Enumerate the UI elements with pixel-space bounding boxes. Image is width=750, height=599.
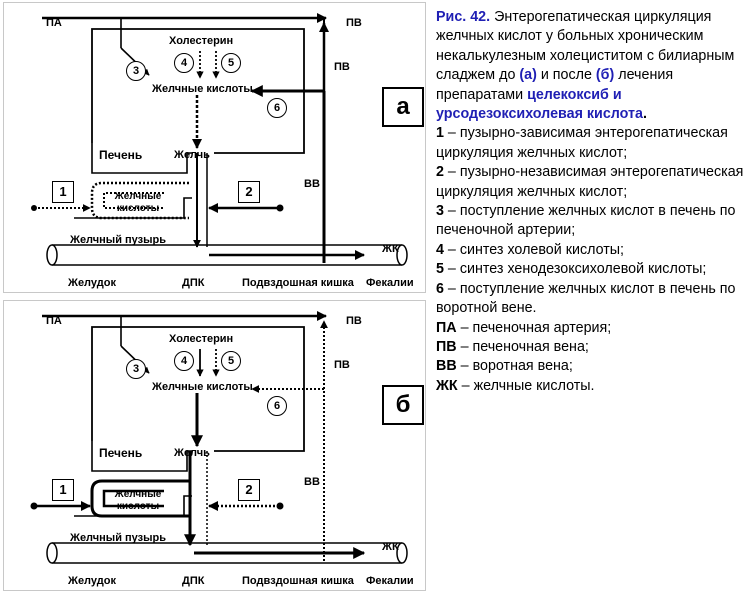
label-liver: Печень bbox=[99, 446, 143, 460]
legend-key: ПА bbox=[436, 319, 457, 336]
label-bile: Желчь bbox=[174, 149, 210, 161]
label-pa: ПА bbox=[46, 315, 62, 327]
diagram-panel-b: ПА ПВ ПВ ВВ ЖК Холестерин Желчные кислот… bbox=[3, 300, 426, 591]
label-zhk: ЖК bbox=[382, 243, 399, 255]
label-liver: Печень bbox=[99, 148, 143, 162]
caption-drugs: целекоксиб и урсодезоксихолевая кислота bbox=[436, 86, 644, 123]
label-dpk: ДПК bbox=[182, 277, 205, 289]
label-dpk: ДПК bbox=[182, 575, 205, 587]
label-feces: Фекалии bbox=[366, 277, 414, 289]
marker-1: 1 bbox=[52, 181, 74, 203]
panel-letter-b: б bbox=[382, 385, 424, 425]
label-stomach: Желудок bbox=[68, 277, 116, 289]
marker-5: 5 bbox=[221, 351, 241, 371]
label-cholesterol: Холестерин bbox=[169, 333, 234, 345]
caption-legend: 1 – пузырно-зависимая энтерогепатическая… bbox=[436, 124, 746, 396]
legend-text: поступление желчных кислот в печень по п… bbox=[436, 203, 736, 239]
legend-text: пузырно-независимая энтерогепатическая ц… bbox=[436, 164, 744, 200]
label-gallbladder: Желчный пузырь bbox=[70, 532, 166, 544]
label-pv: ПВ bbox=[346, 17, 362, 29]
legend-key: 3 bbox=[436, 203, 444, 220]
legend-text: синтез холевой кислоты; bbox=[459, 241, 625, 258]
label-pv-2: ПВ bbox=[334, 61, 350, 73]
legend-key: 5 bbox=[436, 261, 444, 278]
label-zhk: ЖК bbox=[382, 541, 399, 553]
marker-1: 1 bbox=[52, 479, 74, 501]
marker-6: 6 bbox=[267, 98, 287, 118]
caption-ref-b: (б) bbox=[595, 67, 615, 84]
caption-fig-number: Рис. 42. bbox=[436, 9, 491, 25]
legend-key: ЖК bbox=[436, 377, 458, 394]
legend-key: 4 bbox=[436, 241, 444, 258]
figure-caption: Рис. 42. Энтерогепатическая циркуляция ж… bbox=[436, 8, 746, 396]
panel-letter-a: а bbox=[382, 87, 424, 127]
legend-item: ПВ – печеночная вена; bbox=[436, 338, 589, 355]
marker-3: 3 bbox=[126, 359, 146, 379]
legend-item: 5 – синтез хенодезоксихолевой кислоты; bbox=[436, 261, 707, 278]
legend-key: ВВ bbox=[436, 358, 457, 375]
label-bile-acids: Желчные кислоты bbox=[152, 83, 253, 95]
legend-key: 6 bbox=[436, 280, 444, 297]
marker-6: 6 bbox=[267, 396, 287, 416]
legend-text: печеночная артерия; bbox=[472, 319, 612, 336]
label-ileum: Подвздошная кишка bbox=[242, 277, 354, 289]
legend-text: поступление желчных кислот в печень по в… bbox=[436, 280, 736, 317]
legend-item: 3 – поступление желчных кислот в печень … bbox=[436, 203, 736, 239]
caption-title: Рис. 42. Энтерогепатическая циркуляция ж… bbox=[436, 9, 735, 123]
label-vv: ВВ bbox=[304, 476, 320, 488]
legend-text: желчные кислоты. bbox=[473, 377, 595, 394]
label-ileum: Подвздошная кишка bbox=[242, 575, 354, 587]
label-pv-2: ПВ bbox=[334, 359, 350, 371]
legend-item: ЖК – желчные кислоты. bbox=[436, 377, 595, 394]
legend-item: 4 – синтез холевой кислоты; bbox=[436, 241, 625, 258]
label-gallbladder: Желчный пузырь bbox=[70, 234, 166, 246]
legend-item: 2 – пузырно-независимая энтерогепатическ… bbox=[436, 164, 744, 200]
legend-key: 1 bbox=[436, 125, 444, 142]
label-pv: ПВ bbox=[346, 315, 362, 327]
marker-2: 2 bbox=[238, 181, 260, 203]
legend-key: 2 bbox=[436, 164, 444, 181]
legend-item: ВВ – воротная вена; bbox=[436, 358, 573, 375]
marker-3: 3 bbox=[126, 61, 146, 81]
label-stomach: Желудок bbox=[68, 575, 116, 587]
label-cholesterol: Холестерин bbox=[169, 35, 234, 47]
caption-ref-a: (а) bbox=[519, 67, 537, 84]
label-bile: Желчь bbox=[174, 447, 210, 459]
marker-2: 2 bbox=[238, 479, 260, 501]
legend-text: синтез хенодезоксихолевой кислоты; bbox=[459, 261, 707, 278]
label-feces: Фекалии bbox=[366, 575, 414, 587]
label-vv: ВВ bbox=[304, 178, 320, 190]
legend-text: пузырно-зависимая энтерогепатическая цир… bbox=[436, 125, 728, 161]
label-bile-acids: Желчные кислоты bbox=[152, 381, 253, 393]
label-pa: ПА bbox=[46, 17, 62, 29]
legend-text: воротная вена; bbox=[472, 358, 573, 375]
legend-key: ПВ bbox=[436, 338, 457, 355]
legend-item: 6 – поступление желчных кислот в печень … bbox=[436, 280, 736, 317]
legend-text: печеночная вена; bbox=[472, 338, 589, 355]
legend-item: 1 – пузырно-зависимая энтерогепатическая… bbox=[436, 125, 728, 161]
legend-item: ПА – печеночная артерия; bbox=[436, 319, 612, 336]
diagram-a-drawing bbox=[31, 13, 408, 266]
marker-5: 5 bbox=[221, 53, 241, 73]
marker-4: 4 bbox=[174, 351, 194, 371]
diagram-panel-a: ПА ПВ ПВ ВВ ЖК Холестерин Желчные кислот… bbox=[3, 2, 426, 293]
marker-4: 4 bbox=[174, 53, 194, 73]
